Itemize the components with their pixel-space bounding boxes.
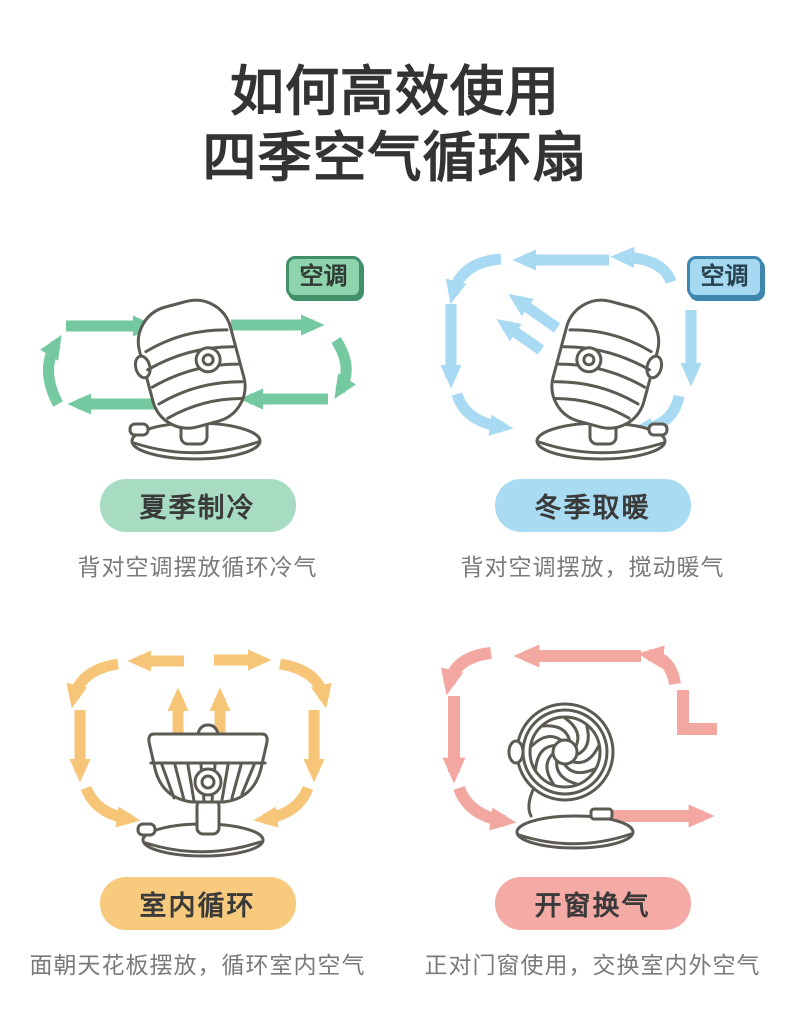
caption-winter: 背对空调摆放，搅动暖气 xyxy=(460,553,725,580)
season-badge-winter: 冬季取暖 xyxy=(494,478,691,532)
section-summer-cooling: 空调 夏季制冷 背对空调摆放循环冷气 xyxy=(0,244,395,582)
season-badge-window: 开窗换气 xyxy=(494,876,691,930)
season-badge-indoor: 室内循环 xyxy=(99,876,296,930)
ac-unit-badge: 空调 xyxy=(686,255,763,298)
section-indoor-circulation: 室内循环 面朝天花板摆放，循环室内空气 xyxy=(0,642,395,980)
ac-unit-badge: 空调 xyxy=(285,255,362,298)
caption-indoor: 面朝天花板摆放，循环室内空气 xyxy=(29,951,366,978)
fan-front-icon xyxy=(507,702,634,850)
winter-airflow-diagram: 空调 xyxy=(413,244,773,469)
title-line-2: 四季空气循环扇 xyxy=(202,127,588,188)
fan-facing-up-icon xyxy=(136,723,269,858)
summer-airflow-diagram: 空调 xyxy=(18,244,378,469)
window-airflow-art xyxy=(440,644,717,850)
page-title: 如何高效使用 四季空气循环扇 xyxy=(0,0,790,192)
season-badge-summer: 夏季制冷 xyxy=(99,478,296,532)
winter-airflow-art xyxy=(439,246,702,461)
fan-side-icon xyxy=(128,298,261,461)
fan-blades xyxy=(529,716,600,786)
winter-arrow-loop xyxy=(439,246,702,439)
caption-window: 正对门窗使用，交换室内外空气 xyxy=(424,951,761,978)
caption-summer: 背对空调摆放循环冷气 xyxy=(77,553,318,580)
window-airflow-diagram xyxy=(413,642,773,867)
fan-side-tilted-icon xyxy=(535,298,668,461)
summer-arrow-loop xyxy=(39,314,356,415)
indoor-airflow-diagram xyxy=(18,642,378,867)
sections-grid: 空调 夏季制冷 背对空调摆放循环冷气 xyxy=(0,244,790,980)
summer-airflow-art xyxy=(39,298,356,461)
section-open-window: 开窗换气 正对门窗使用，交换室内外空气 xyxy=(395,642,790,980)
indoor-arrow-loop xyxy=(65,649,332,828)
indoor-airflow-art xyxy=(65,649,332,858)
window-arrow-loop xyxy=(440,644,717,831)
section-winter-heating: 空调 冬季取暖 背对空调摆放，搅动暖气 xyxy=(395,244,790,582)
title-line-1: 如何高效使用 xyxy=(230,62,560,122)
